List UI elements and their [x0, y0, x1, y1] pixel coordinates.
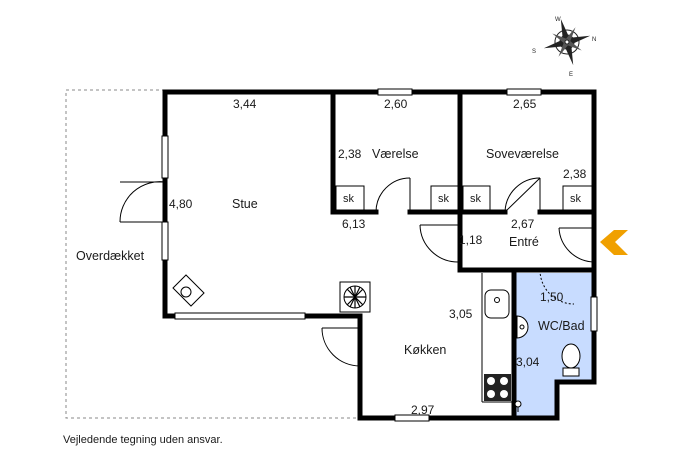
disclaimer-text: Vejledende tegning uden ansvar.: [63, 434, 223, 446]
dim-vaerelse-side: 2,38: [338, 147, 362, 161]
dim-stue-top: 3,44: [233, 97, 257, 111]
room-label-stue: Stue: [232, 197, 258, 211]
window: [590, 296, 598, 332]
room-label-wcbad: WC/Bad: [538, 319, 585, 333]
stove-cooktop-icon: [484, 374, 511, 401]
closet-label: sk: [438, 193, 450, 205]
compass-s: S: [532, 49, 536, 55]
washbasin-icon: [516, 315, 529, 339]
toilet-icon: [561, 343, 581, 377]
door-swings: [119, 177, 595, 367]
dim-koekken-side: 3,05: [449, 307, 473, 321]
closet: [562, 185, 593, 211]
compass-e: E: [569, 72, 573, 78]
dim-sove-top: 2,65: [513, 97, 537, 111]
dim-stue-side: 4,80: [169, 197, 193, 211]
dim-bad-side: 3,04: [516, 355, 540, 369]
dim-hall-length: 6,13: [342, 217, 366, 231]
sink-icon: [484, 289, 510, 319]
closet: [430, 185, 459, 211]
closet: [462, 185, 491, 211]
window: [161, 221, 169, 261]
window: [174, 312, 306, 320]
window: [394, 414, 430, 422]
dim-entre-side: 1,18: [459, 233, 483, 247]
closet: [335, 185, 365, 211]
kitchen-counter: [481, 273, 512, 403]
dim-bad-top: 1,50: [540, 290, 564, 304]
window: [506, 88, 542, 96]
room-label-entre: Entré: [509, 235, 539, 249]
room-label-koekken: Køkken: [404, 343, 446, 357]
window: [377, 88, 413, 96]
covered-terrace-outline: [65, 89, 360, 419]
entrance-arrow-icon: [600, 230, 628, 255]
compass-n: N: [592, 37, 596, 43]
dim-sove-side: 2,38: [563, 167, 587, 181]
window: [161, 135, 169, 179]
closets: [335, 185, 593, 211]
room-label-vaerelse: Værelse: [372, 147, 419, 161]
closet-label: sk: [570, 193, 582, 205]
compass-rose-icon: [543, 18, 591, 66]
room-label-sovevaerelse: Soveværelse: [486, 147, 559, 161]
fan-icon: [339, 281, 371, 313]
dim-entre-top: 2,67: [511, 217, 535, 231]
closet-label: sk: [343, 193, 355, 205]
dim-vaerelse-top: 2,60: [384, 97, 408, 111]
tap-icon: [514, 400, 522, 412]
closet-label: sk: [470, 193, 482, 205]
windows: [161, 88, 598, 422]
wood-stove-icon: [172, 274, 205, 307]
dim-koekken-bottom: 2,97: [411, 403, 435, 417]
compass-w: W: [555, 17, 561, 23]
room-label-overdaekket: Overdækket: [76, 249, 145, 263]
